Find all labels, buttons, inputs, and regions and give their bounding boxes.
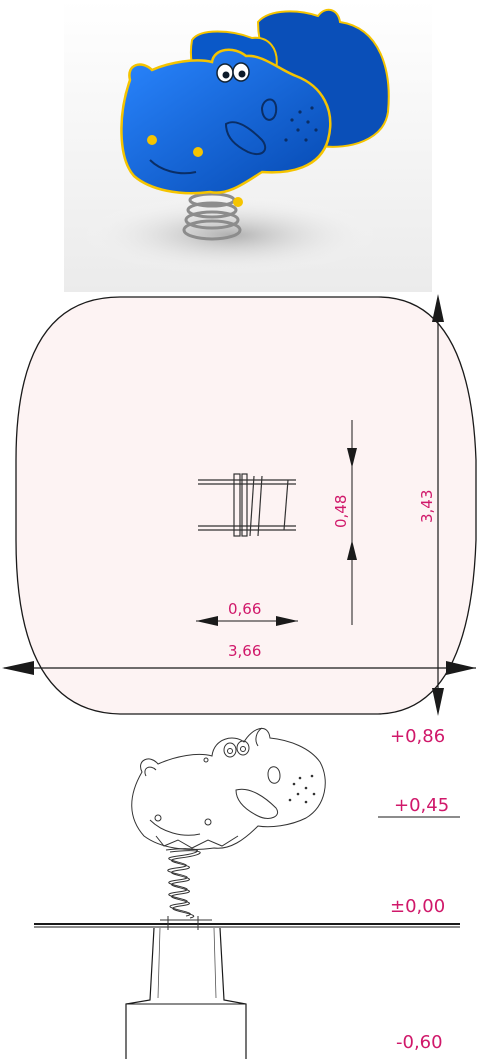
level-ground-label: ±0,00: [390, 896, 445, 917]
dim-spring-gap-label: 0,48: [332, 495, 350, 528]
safety-zone-outline: [15, 296, 477, 715]
dim-depth-label: 3,43: [418, 490, 436, 523]
hippo-outline-elevation: +0,86 +0,45 ±0,00 -0,60: [34, 726, 460, 1059]
hippo-spring-rider-render: [64, 0, 432, 292]
spring-rider-plan: 0,48 3,43 0,66 3,66: [2, 294, 477, 716]
level-foundation-label: -0,60: [396, 1032, 443, 1053]
dim-width-small-label: 0,66: [228, 600, 261, 618]
level-seat-label: +0,45: [394, 795, 449, 816]
level-top-label: +0,86: [390, 726, 445, 747]
dim-width-total-label: 3,66: [228, 642, 261, 660]
